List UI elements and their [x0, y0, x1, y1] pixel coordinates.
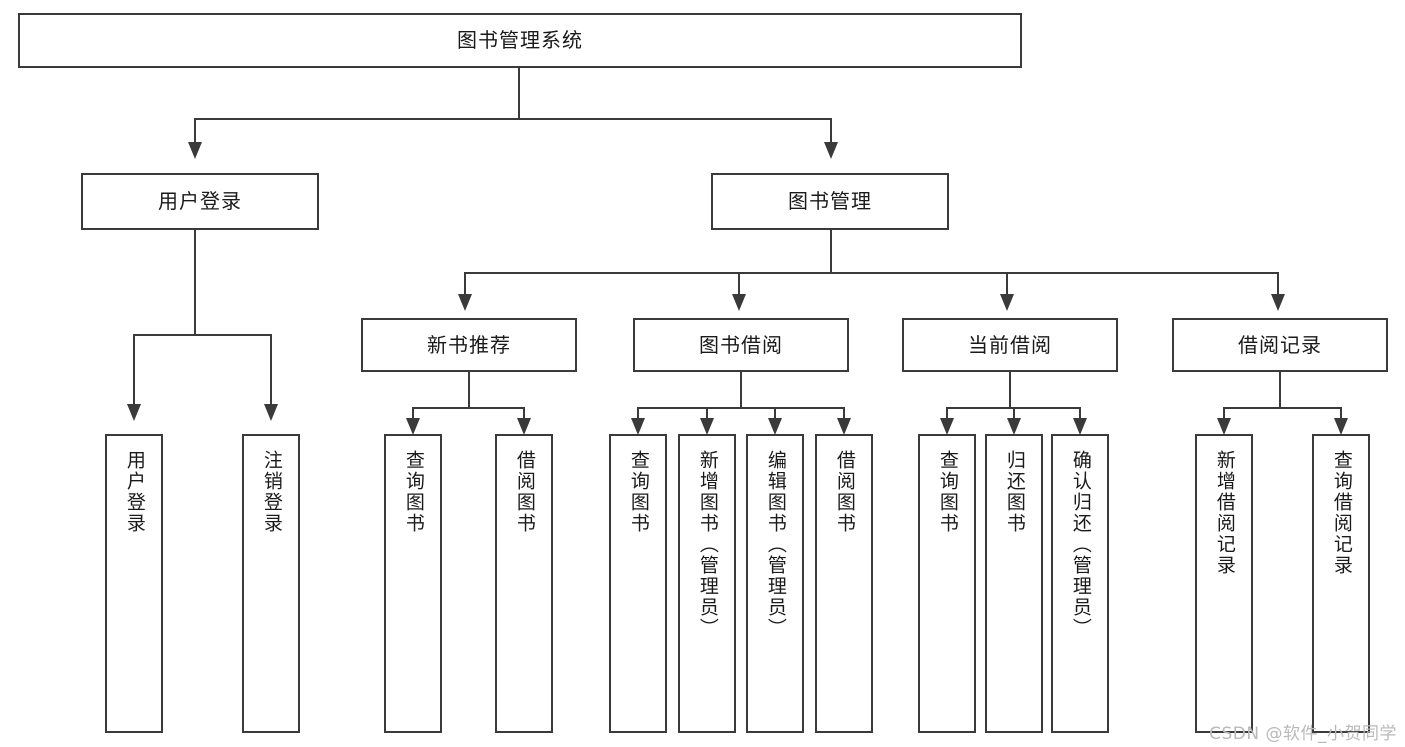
- edge-nbr-stem: [468, 372, 470, 409]
- arrowhead-new-book-rec: [458, 294, 472, 311]
- edge-user-login-drop-1: [133, 334, 135, 408]
- node-leaf-query-book-3-label: 查询图书: [936, 450, 959, 534]
- arrowhead-book-manage: [824, 142, 838, 159]
- edge-bb-bus: [637, 407, 844, 409]
- edge-root-to-book-manage: [830, 118, 832, 146]
- node-leaf-confirm-return[interactable]: 确认归还（管理员）: [1051, 434, 1109, 733]
- node-leaf-add-record[interactable]: 新增借阅记录: [1195, 434, 1253, 733]
- edge-book-manage-stem: [830, 230, 832, 274]
- edge-bm-drop-1: [464, 272, 466, 298]
- node-root[interactable]: 图书管理系统: [18, 13, 1022, 68]
- node-user-login[interactable]: 用户登录: [81, 173, 319, 230]
- node-new-book-rec-label: 新书推荐: [427, 332, 511, 357]
- edge-book-manage-bus: [464, 272, 1278, 274]
- node-leaf-borrow-book-2[interactable]: 借阅图书: [815, 434, 873, 733]
- node-leaf-borrow-book-1-label: 借阅图书: [513, 450, 536, 534]
- arrowhead-current-borrow: [1000, 294, 1014, 311]
- edge-br-drop-1: [1223, 407, 1225, 421]
- edge-br-stem: [1279, 372, 1281, 409]
- edge-bm-drop-2: [738, 272, 740, 298]
- node-leaf-query-book-3[interactable]: 查询图书: [918, 434, 976, 733]
- arrowhead-leaf-add-record: [1217, 418, 1231, 435]
- edge-cb-stem: [1009, 372, 1011, 409]
- edge-user-login-stem: [194, 230, 196, 335]
- edge-br-bus: [1223, 407, 1341, 409]
- arrowhead-user-login: [188, 142, 202, 159]
- edge-root-bus: [194, 118, 832, 120]
- arrowhead-book-borrow: [732, 294, 746, 311]
- node-book-borrow-label: 图书借阅: [699, 332, 783, 357]
- node-leaf-query-book-1[interactable]: 查询图书: [384, 434, 442, 733]
- edge-br-drop-2: [1340, 407, 1342, 421]
- node-leaf-edit-book[interactable]: 编辑图书（管理员）: [746, 434, 804, 733]
- edge-nbr-drop-1: [412, 407, 414, 421]
- edge-nbr-bus: [412, 407, 524, 409]
- arrowhead-leaf-confirm-return: [1073, 418, 1087, 435]
- node-borrow-record[interactable]: 借阅记录: [1172, 318, 1388, 372]
- node-leaf-return-book-label: 归还图书: [1003, 450, 1026, 534]
- edge-bb-stem: [740, 372, 742, 409]
- edge-bb-drop-2: [706, 407, 708, 421]
- edge-cb-drop-1: [946, 407, 948, 421]
- edge-root-to-user-login: [194, 118, 196, 146]
- edge-user-login-bus: [133, 334, 271, 336]
- arrowhead-leaf-user-login: [127, 404, 141, 421]
- arrowhead-leaf-edit-book: [768, 418, 782, 435]
- edge-bb-drop-4: [843, 407, 845, 421]
- edge-root-stem: [518, 68, 520, 120]
- arrowhead-leaf-query-book-1: [406, 418, 420, 435]
- node-book-borrow[interactable]: 图书借阅: [633, 318, 849, 372]
- edge-bb-drop-3: [774, 407, 776, 421]
- node-book-manage-label: 图书管理: [788, 189, 872, 213]
- edge-cb-drop-3: [1079, 407, 1081, 421]
- node-leaf-add-book[interactable]: 新增图书（管理员）: [678, 434, 736, 733]
- node-leaf-user-login-label: 用户登录: [123, 450, 146, 534]
- arrowhead-leaf-return-book: [1007, 418, 1021, 435]
- arrowhead-borrow-record: [1271, 294, 1285, 311]
- edge-nbr-drop-2: [523, 407, 525, 421]
- node-leaf-query-record-label: 查询借阅记录: [1330, 450, 1353, 576]
- edge-user-login-drop-2: [270, 334, 272, 408]
- node-leaf-user-login[interactable]: 用户登录: [105, 434, 163, 733]
- arrowhead-leaf-borrow-book-2: [837, 418, 851, 435]
- node-leaf-query-record[interactable]: 查询借阅记录: [1312, 434, 1370, 733]
- edge-bb-drop-1: [637, 407, 639, 421]
- node-leaf-edit-book-label: 编辑图书（管理员）: [764, 450, 787, 639]
- node-new-book-rec[interactable]: 新书推荐: [361, 318, 577, 372]
- edge-cb-drop-2: [1013, 407, 1015, 421]
- node-root-label: 图书管理系统: [457, 28, 583, 52]
- node-leaf-query-book-2[interactable]: 查询图书: [609, 434, 667, 733]
- node-leaf-add-book-label: 新增图书（管理员）: [696, 450, 719, 639]
- node-book-manage[interactable]: 图书管理: [711, 173, 949, 230]
- node-leaf-borrow-book-1[interactable]: 借阅图书: [495, 434, 553, 733]
- node-current-borrow-label: 当前借阅: [968, 332, 1052, 357]
- node-leaf-confirm-return-label: 确认归还（管理员）: [1069, 450, 1092, 639]
- node-leaf-query-book-2-label: 查询图书: [627, 450, 650, 534]
- node-current-borrow[interactable]: 当前借阅: [902, 318, 1118, 372]
- node-leaf-logout-login[interactable]: 注销登录: [242, 434, 300, 733]
- arrowhead-leaf-query-book-2: [631, 418, 645, 435]
- edge-bm-drop-4: [1277, 272, 1279, 298]
- arrowhead-leaf-query-record: [1334, 418, 1348, 435]
- node-leaf-add-record-label: 新增借阅记录: [1213, 450, 1236, 576]
- arrowhead-leaf-borrow-book-1: [517, 418, 531, 435]
- arrowhead-leaf-logout-login: [264, 404, 278, 421]
- node-user-login-label: 用户登录: [158, 189, 242, 213]
- edge-bm-drop-3: [1006, 272, 1008, 298]
- node-leaf-return-book[interactable]: 归还图书: [985, 434, 1043, 733]
- node-leaf-borrow-book-2-label: 借阅图书: [833, 450, 856, 534]
- node-borrow-record-label: 借阅记录: [1238, 332, 1322, 357]
- arrowhead-leaf-query-book-3: [940, 418, 954, 435]
- arrowhead-leaf-add-book: [700, 418, 714, 435]
- node-leaf-logout-login-label: 注销登录: [260, 450, 283, 534]
- node-leaf-query-book-1-label: 查询图书: [402, 450, 425, 534]
